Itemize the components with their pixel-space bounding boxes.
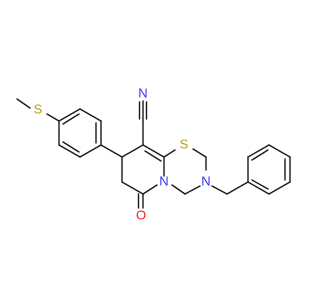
bond-c10-c9 xyxy=(121,144,144,158)
atom-label-ring-n: N xyxy=(159,173,168,188)
atom-label-carbonyl-o: O xyxy=(136,207,146,222)
molecule-structure: N S N N O S xyxy=(16,85,291,222)
atom-label-nitrile-n: N xyxy=(138,85,147,100)
bond-c8-c7 xyxy=(121,181,144,195)
bond-ar-6 xyxy=(79,144,102,158)
bond-c9a-s xyxy=(163,149,176,158)
bond-ar-3 xyxy=(58,108,81,122)
atom-label-ring-s: S xyxy=(180,136,189,151)
bond-ar-d2 xyxy=(62,113,80,125)
bond-ch2-ph xyxy=(226,181,249,195)
bond-ar-s xyxy=(46,113,60,122)
bond-ar-5 xyxy=(58,144,81,158)
bond-c9-ar xyxy=(100,144,123,158)
bond-ph-3 xyxy=(268,144,291,158)
bond-ph-2 xyxy=(247,144,270,158)
atom-label-thioether-s: S xyxy=(34,101,43,116)
bond-ph-6 xyxy=(247,181,270,195)
bonds xyxy=(16,98,291,209)
atom-label-amine-n: N xyxy=(201,173,210,188)
bond-c10-c9a-double xyxy=(144,150,162,162)
bond-ph-d1 xyxy=(251,149,269,161)
bond-c4-n xyxy=(171,184,186,195)
bond-ar-2 xyxy=(79,108,102,122)
bond-ph-5 xyxy=(268,181,291,195)
bond-n3-ch2 xyxy=(211,185,228,195)
bond-c9a-c10 xyxy=(142,144,165,158)
bond-c7-n xyxy=(142,184,158,195)
bond-s-me xyxy=(16,98,31,109)
bond-ph-d3 xyxy=(251,179,269,190)
bond-n3-c4 xyxy=(184,185,201,195)
atom-labels: N S N N O S xyxy=(34,85,211,222)
bond-ar-d3 xyxy=(62,141,80,153)
bond-s-c2 xyxy=(192,148,207,158)
